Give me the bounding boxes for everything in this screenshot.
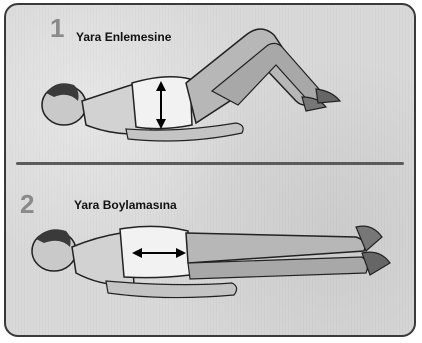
step-panel-2: 2 Yara Boylamasına: [6, 167, 414, 337]
patient-lying-flat-illustration: [6, 167, 416, 337]
step-panel-1: 1 Yara Enlemesine: [6, 5, 414, 165]
patient-lying-knees-up-illustration: [6, 5, 416, 165]
instruction-card: 1 Yara Enlemesine 2 Yara Boyla: [4, 3, 416, 337]
section-divider: [16, 162, 404, 165]
